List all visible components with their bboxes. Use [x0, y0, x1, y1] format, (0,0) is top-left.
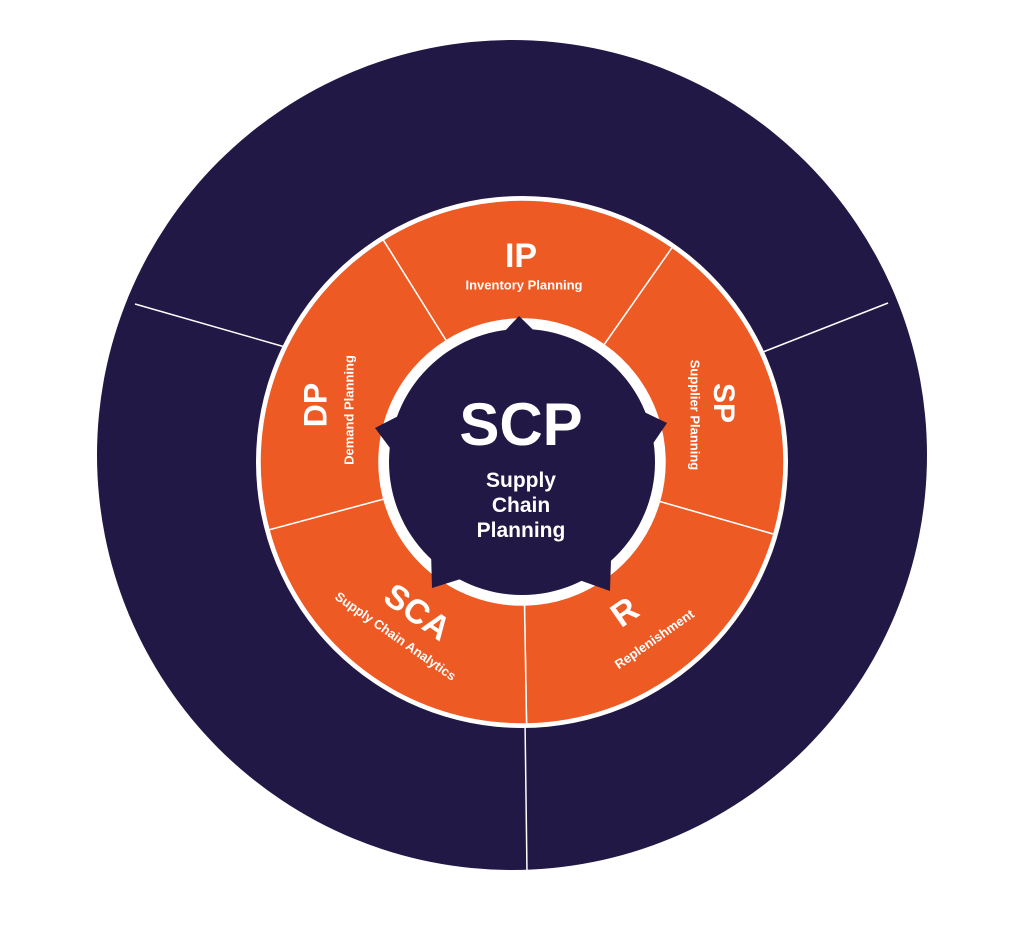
segment-sp-label: Supplier Planning	[688, 360, 703, 471]
outer-ring-dividers	[134, 302, 889, 874]
segment-ip-label: Inventory Planning	[465, 277, 582, 292]
segment-sca	[268, 498, 528, 725]
segment-sp-abbreviation: SP	[707, 383, 740, 423]
segment-r	[523, 500, 775, 725]
outer-divider-upper-left	[134, 303, 286, 348]
center-point-bottom-left	[430, 539, 478, 588]
outer-divider-upper-right	[762, 302, 889, 353]
center-hub	[375, 316, 667, 595]
center-label-line-2: Chain	[492, 494, 550, 517]
segment-sp	[602, 246, 785, 536]
center-abbreviation: SCP	[459, 391, 582, 458]
segment-ring	[259, 199, 785, 725]
segment-dp-abbreviation: DP	[297, 383, 333, 427]
segment-dp	[259, 238, 448, 531]
center-point-left	[375, 407, 416, 465]
center-point-bottom-right	[563, 541, 612, 591]
center-point-top	[490, 316, 549, 347]
segment-ip	[382, 199, 674, 346]
center-point-right	[626, 403, 667, 460]
outer-divider-bottom	[524, 719, 528, 874]
segment-ip-abbreviation: IP	[505, 237, 537, 275]
center-label-line-1: Supply	[486, 469, 556, 492]
center-label-line-3: Planning	[477, 519, 566, 542]
segment-dp-label: Demand Planning	[341, 355, 356, 465]
center-circle	[389, 329, 655, 595]
